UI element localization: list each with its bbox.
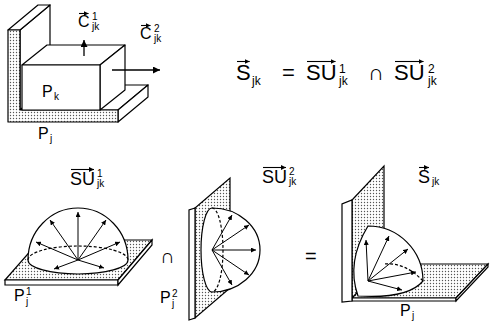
subscript-index: jk (432, 177, 439, 187)
vector-symbol: SU (394, 62, 425, 84)
vector-symbol: C (140, 26, 152, 42)
vector-symbol: SU (70, 170, 95, 188)
wall-hemisphere (189, 178, 260, 320)
block-part (22, 45, 125, 110)
vector-symbol: SU (306, 62, 337, 84)
part-name: P (38, 126, 49, 142)
vector-symbol: S (418, 168, 430, 186)
part-name: P (400, 303, 411, 319)
superscript-index: 2 (428, 63, 435, 75)
part-name: P (14, 288, 25, 304)
subscript-index: jk (252, 75, 261, 87)
superscript-index: 2 (172, 289, 178, 299)
subscript-index: k (54, 92, 59, 102)
subscript-index: jk (428, 75, 437, 87)
subscript-index: jk (339, 75, 348, 87)
superscript-index: 1 (92, 12, 98, 22)
operator: = (305, 246, 317, 266)
subscript-index: j (412, 311, 414, 321)
operator: = (282, 62, 295, 84)
superscript-index: 2 (289, 167, 295, 177)
subscript-index: jk (92, 22, 99, 32)
superscript-index: 2 (154, 24, 160, 34)
vector-symbol: SU (262, 168, 287, 186)
vector-symbol: S (236, 62, 251, 84)
part-name: P (42, 84, 53, 100)
superscript-index: 1 (339, 63, 346, 75)
l-bracket-part (8, 5, 148, 122)
superscript-index: 1 (26, 287, 32, 297)
vector-symbol: C (78, 14, 90, 30)
superscript-index: 1 (97, 169, 103, 179)
subscript-index: j (50, 134, 52, 144)
corner-quarter-sphere (342, 166, 488, 302)
constraint-vector (84, 40, 160, 70)
subscript-index: jk (289, 177, 296, 187)
part-name: P (160, 290, 171, 306)
operator: ∩ (160, 246, 174, 266)
subscript-index: jk (97, 179, 104, 189)
subscript-index: j (172, 299, 174, 309)
operator: ∩ (368, 62, 384, 84)
subscript-index: jk (154, 34, 161, 44)
subscript-index: j (26, 297, 28, 307)
plate-hemisphere (5, 208, 152, 285)
